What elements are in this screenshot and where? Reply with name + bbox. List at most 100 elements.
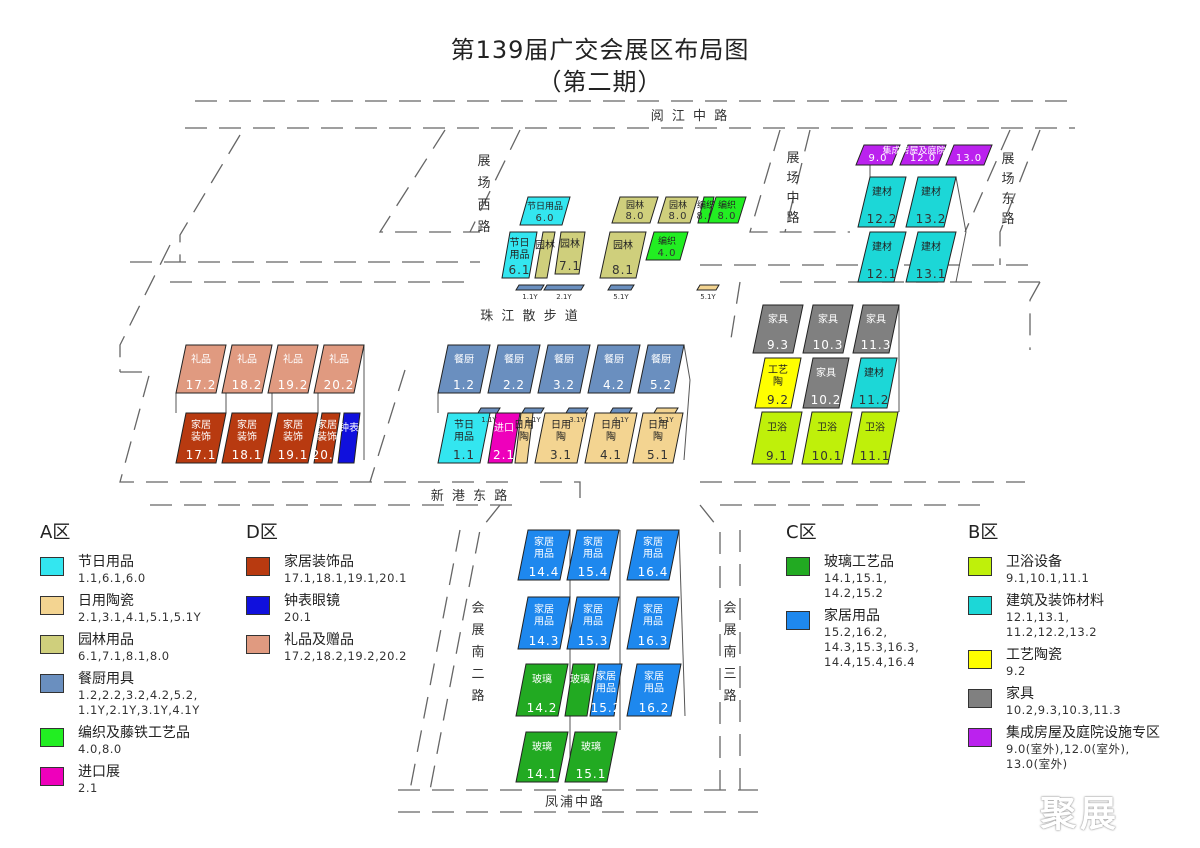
hall-9-3[interactable]: 家具9.3 [752, 304, 804, 354]
svg-text:园林: 园林 [669, 199, 687, 211]
hall-5-1Y[interactable]: 5.1Y [607, 284, 635, 301]
hall-8-0c[interactable]: 编织8.0 [697, 196, 716, 224]
hall-5-2[interactable]: 餐厨5.2 [637, 344, 685, 394]
legend-swatch [40, 596, 64, 615]
svg-text:7.1: 7.1 [559, 259, 581, 273]
svg-text:展: 展 [471, 623, 484, 638]
hall-5-1Yb[interactable]: 5.1Y [696, 284, 720, 301]
svg-text:家居: 家居 [583, 535, 603, 548]
hall-20-1b[interactable]: 钟表 [337, 412, 361, 464]
svg-text:用品: 用品 [643, 616, 663, 628]
legend-swatch [40, 674, 64, 693]
svg-text:16.3: 16.3 [638, 634, 669, 648]
hall-1-1Y[interactable]: 1.1Y [515, 284, 545, 301]
hall-2-1Y[interactable]: 2.1Y [543, 284, 585, 301]
hall-8-0d[interactable]: 编织8.0 [707, 196, 747, 224]
svg-text:家居: 家居 [534, 535, 554, 548]
hall-4-0[interactable]: 编织4.0 [645, 231, 689, 261]
hall-4-2[interactable]: 餐厨4.2 [587, 344, 641, 394]
svg-text:3.1Y: 3.1Y [569, 416, 585, 424]
hall-6-1b[interactable]: 园林 [534, 231, 556, 279]
svg-text:16.4: 16.4 [638, 565, 669, 579]
svg-text:玻璃: 玻璃 [570, 673, 590, 686]
legend-item-halls: 2.1,3.1,4.1,5.1,5.1Y [78, 610, 202, 624]
svg-text:展: 展 [1001, 152, 1014, 167]
hall-13-0[interactable]: 13.0 [945, 144, 993, 166]
legend-swatch [968, 728, 992, 747]
svg-text:钟表: 钟表 [339, 421, 359, 434]
legend-swatch [40, 635, 64, 654]
hall-3-2[interactable]: 餐厨3.2 [537, 344, 591, 394]
hall-2-1[interactable]: 进口2.1 [487, 412, 521, 464]
hall-2-2[interactable]: 餐厨2.2 [487, 344, 541, 394]
svg-text:三: 三 [723, 667, 736, 682]
hall-2-1Y-s[interactable]: 2.1Y [521, 407, 545, 424]
map-title: 第139届广交会展区布局图 [450, 36, 750, 64]
svg-text:11.3: 11.3 [861, 338, 892, 352]
hall-8-0a[interactable]: 园林8.0 [611, 196, 659, 224]
hall-9-0[interactable]: 9.0 [855, 144, 901, 166]
hall-9-1[interactable]: 卫浴9.1 [751, 411, 803, 465]
hall-7-1[interactable]: 园林7.1 [554, 231, 586, 275]
svg-text:3.1: 3.1 [550, 448, 572, 462]
hall-8-1[interactable]: 园林8.1 [599, 231, 647, 279]
svg-text:6.1: 6.1 [508, 263, 530, 277]
hall-1-1Y-s[interactable]: 1.1Y [477, 407, 501, 424]
hall-15-2a[interactable]: 玻璃 [564, 663, 596, 717]
svg-text:玻璃: 玻璃 [532, 673, 552, 686]
hall-11-3[interactable]: 家具 11.3 [852, 304, 900, 354]
svg-text:1.1Y: 1.1Y [522, 293, 538, 301]
hall-8-0b[interactable]: 园林8.0 [657, 196, 699, 224]
hall-3-1Y-s[interactable]: 3.1Y [565, 407, 589, 424]
legend-item-halls: 1.1,6.1,6.0 [78, 571, 146, 585]
svg-text:餐厨: 餐厨 [554, 352, 574, 365]
svg-text:建材: 建材 [872, 185, 892, 198]
hall-1-2[interactable]: 餐厨1.2 [437, 344, 491, 394]
svg-text:12.0: 12.0 [910, 153, 936, 164]
hall-5-1Y-s[interactable]: 5.1Y [653, 407, 679, 424]
svg-text:4.2: 4.2 [603, 378, 625, 392]
legend-item-halls: 15.2,16.2, 14.3,15.3,16.3, 14.4,15.4,16.… [824, 625, 920, 669]
svg-text:日用: 日用 [601, 420, 621, 431]
svg-text:节日: 节日 [454, 419, 474, 431]
svg-text:家具: 家具 [866, 312, 886, 325]
hall-4-1Y-s[interactable]: 4.1Y [609, 407, 633, 424]
legend-item-halls: 9.2 [1006, 664, 1026, 678]
